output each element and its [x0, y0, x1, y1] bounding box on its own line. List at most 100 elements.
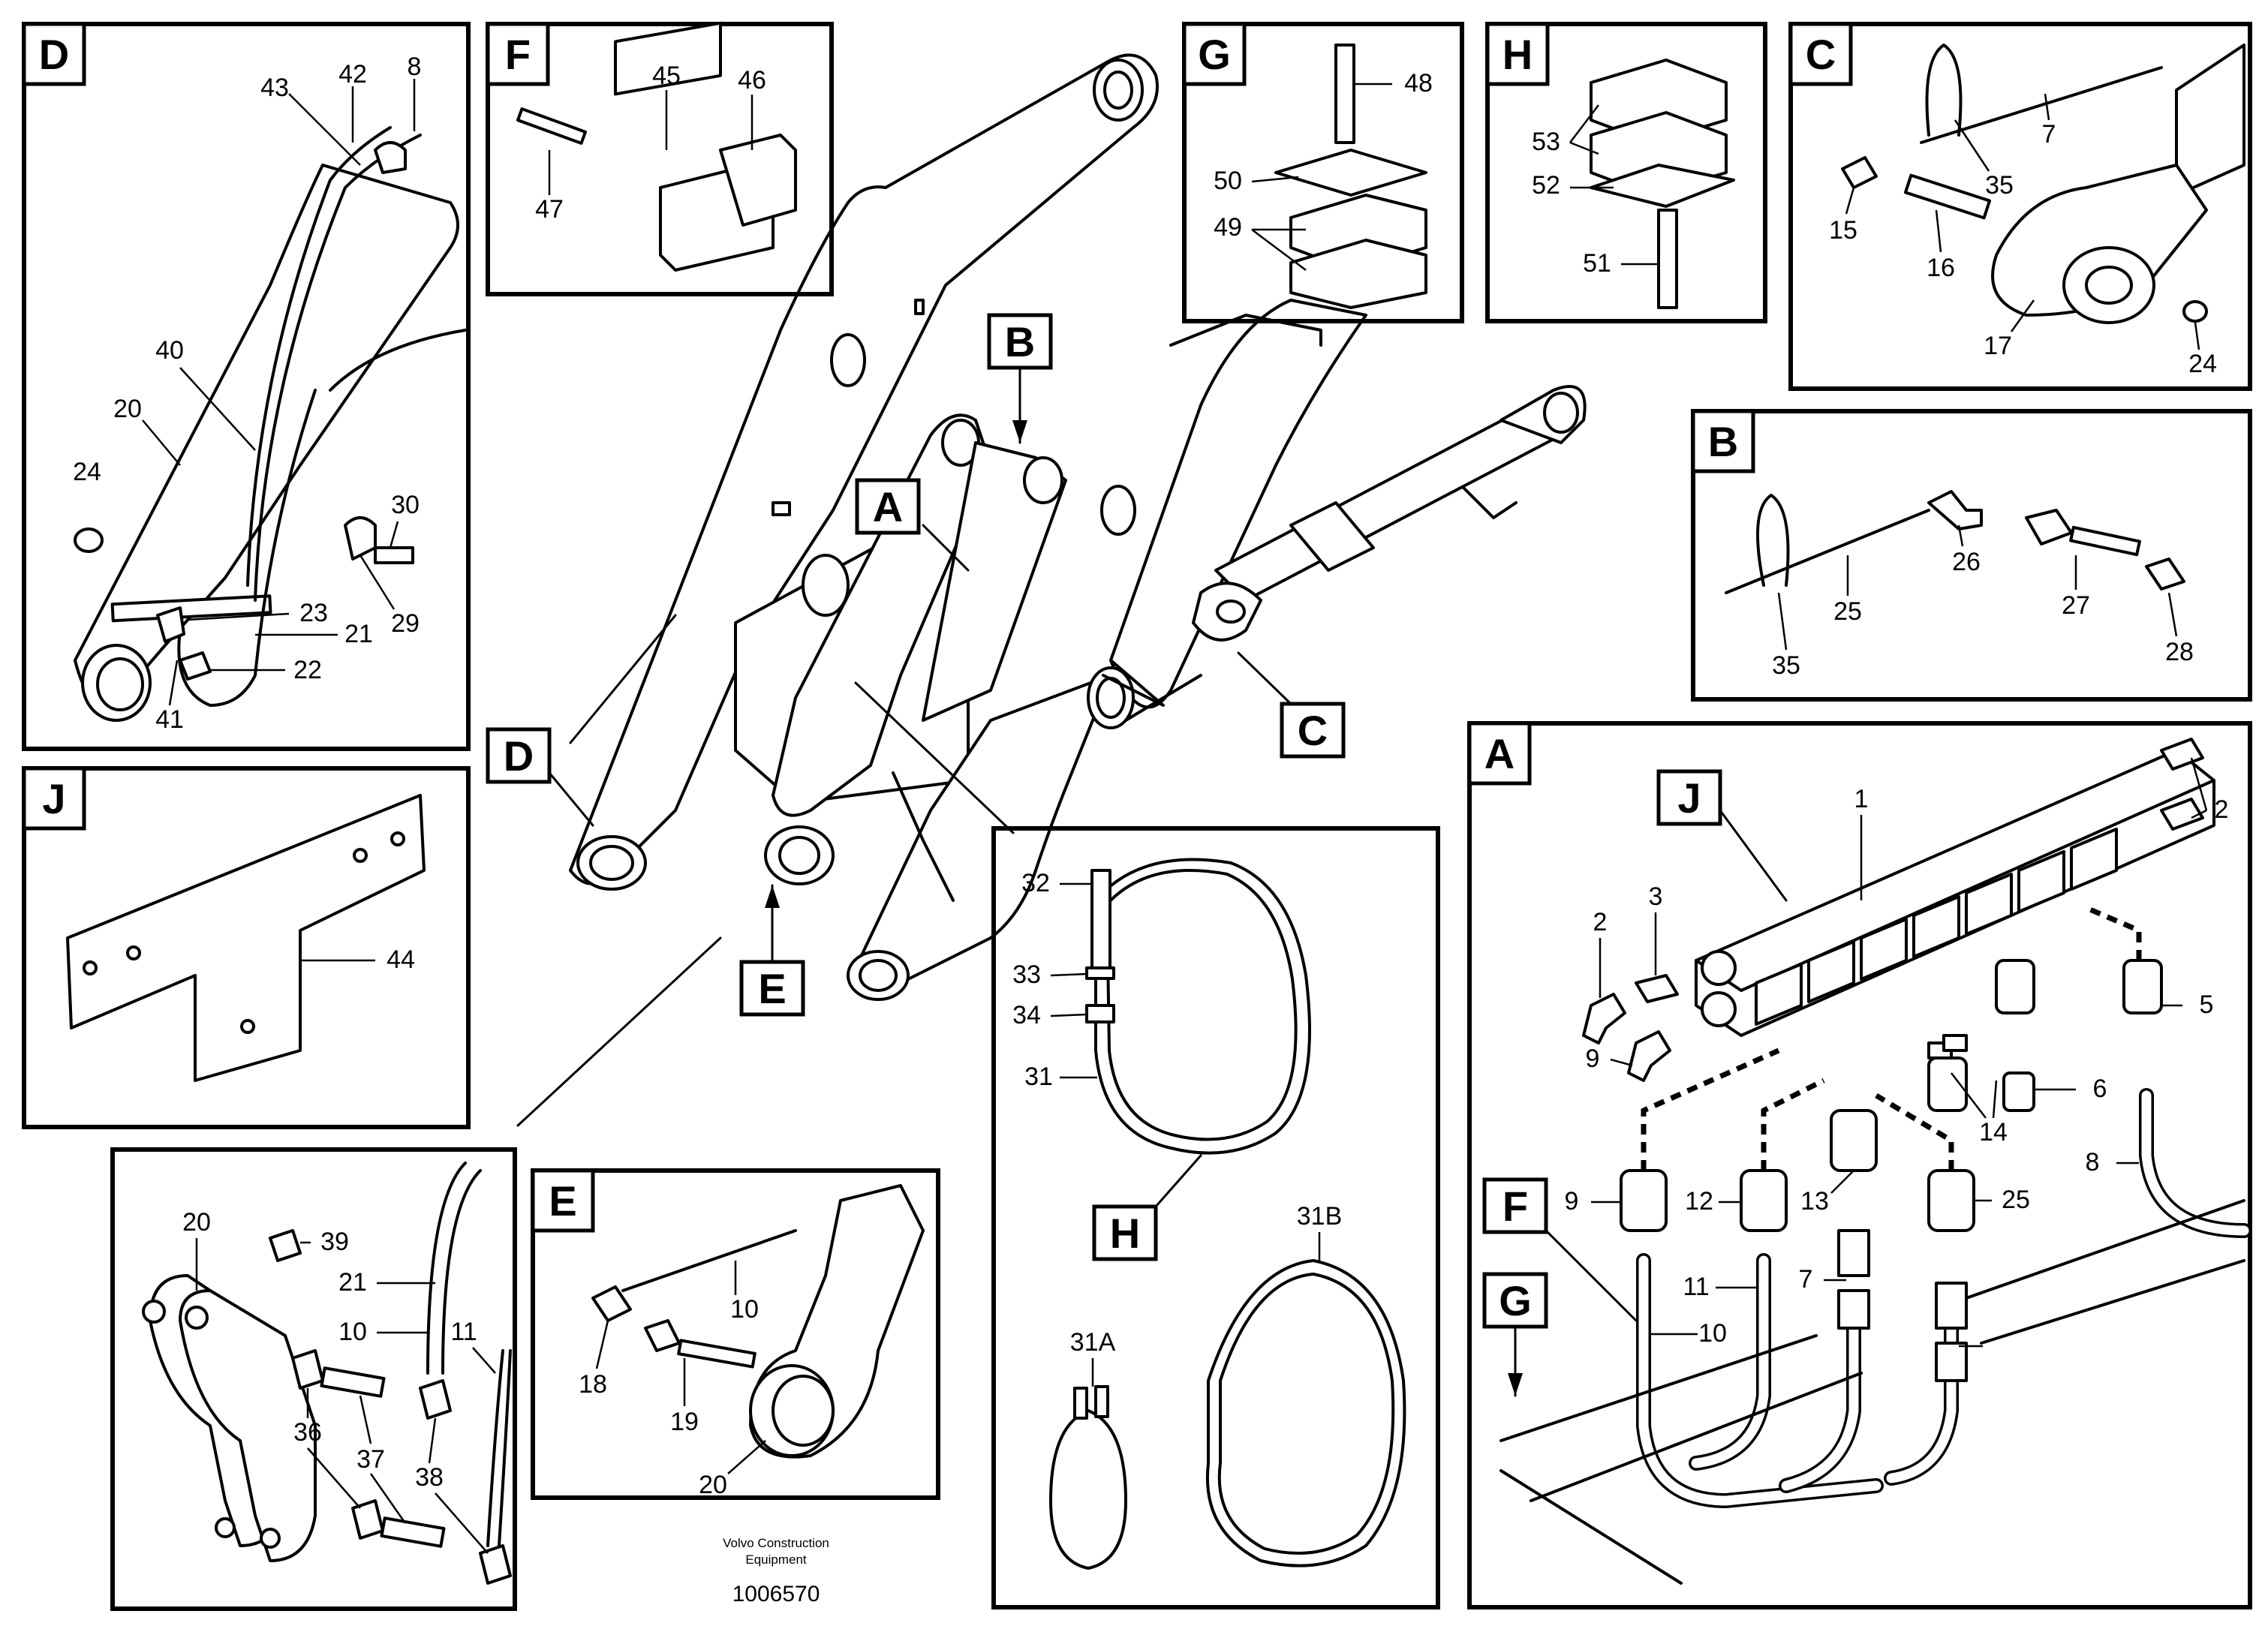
bl-lever-hole-4 [260, 1528, 281, 1549]
bl-callout-10: 10 [338, 1318, 367, 1346]
panel-c-letter-box [1788, 22, 1853, 86]
g-bolt-48 [1334, 44, 1355, 144]
panel-h-letter: H [1502, 31, 1533, 78]
d-lead-30 [389, 521, 399, 549]
panel-d-letter: D [39, 31, 69, 78]
a-callout-6: 9 [1565, 1187, 1579, 1216]
b-hose-25 [1725, 509, 1930, 594]
d-pivot-inner [96, 657, 144, 711]
panel-f-frame [486, 22, 834, 296]
panel-e-frame [531, 1168, 940, 1500]
c-callout-35: 35 [1985, 171, 2014, 200]
ref-c-box [1280, 702, 1346, 759]
a-lead-12 [1830, 1170, 1854, 1194]
bl-adapter-37a [320, 1366, 386, 1398]
main-ref-e: E [739, 884, 805, 1017]
pointer-line-h [854, 681, 1015, 834]
c-lead-35 [1954, 119, 1990, 172]
h-washer-33 [1085, 966, 1115, 980]
e-lead-18 [595, 1320, 609, 1369]
g-lead-49b [1251, 229, 1307, 271]
ref-b-text: B [1005, 318, 1035, 365]
a-sensor-6 [1942, 1034, 1968, 1052]
ref-c-text: C [1298, 707, 1328, 754]
d-callout-29: 29 [391, 609, 420, 638]
a-callout-12: 13 [1800, 1187, 1829, 1216]
h-bolt-51 [1657, 209, 1678, 309]
a-frame-line-1 [1499, 1334, 1818, 1442]
a-dash-2 [1761, 1077, 1825, 1171]
b-callout-25: 25 [1833, 597, 1862, 626]
a-fitting-10-bottom [1935, 1342, 1968, 1382]
h-callout-51: 51 [1583, 249, 1611, 278]
d-callout-23: 23 [299, 599, 328, 627]
j-hole-3 [353, 848, 368, 863]
a-lead-2a [2190, 757, 2208, 811]
ref-a-leader [922, 524, 970, 572]
frame-line-2 [1102, 659, 1165, 707]
j-plate-44 [66, 794, 426, 1082]
a-hose-25-inner [2141, 1090, 2249, 1236]
g-block-49b [1289, 239, 1427, 309]
a-ref-j-box [1656, 769, 1722, 826]
b-callout-26: 26 [1952, 548, 1981, 576]
f-plate-45 [614, 21, 722, 96]
d-callout-21: 21 [344, 620, 373, 648]
bl-callout-39: 39 [320, 1228, 349, 1256]
d-callout-8: 8 [408, 53, 422, 81]
bl-callout-20: 20 [182, 1208, 211, 1237]
frame-line-3 [1124, 674, 1202, 722]
c-plug-24 [2182, 300, 2208, 323]
panel-h-letter-box [1485, 22, 1550, 86]
j-hole-4 [390, 831, 405, 846]
j-hole-5 [240, 1019, 255, 1034]
bl-lever-hole-2 [185, 1306, 209, 1330]
j-callout-44: 44 [387, 945, 415, 974]
panel-b-letter-box [1691, 409, 1755, 473]
e-adapter-19 [644, 1319, 681, 1352]
d-clamp-29 [344, 516, 377, 561]
a-elbow-4 [1627, 1030, 1671, 1082]
a-valve-blocks [1755, 828, 2118, 1026]
panel-e-letter-box [531, 1168, 595, 1233]
a-ref-f-leader [1545, 1229, 1638, 1322]
h-lead-53b [1569, 141, 1599, 155]
a-callout-4: 9 [1586, 1044, 1600, 1073]
h-ref-leader [1154, 1154, 1202, 1208]
bl-lead-37b [369, 1473, 407, 1524]
a-hose-7-inner [1638, 1255, 1881, 1506]
panel-bottom-left: 20 39 21 10 11 36 37 38 [110, 1147, 517, 1611]
h-ref-box [1092, 1204, 1158, 1261]
clamp-31b-inner [1217, 1273, 1395, 1555]
bl-lever-20b [179, 1289, 317, 1562]
bellcrank [772, 413, 992, 817]
arm-right-hole [1100, 485, 1136, 536]
b-fitting-28 [2145, 558, 2185, 591]
bl-hose-11b [498, 1349, 512, 1547]
panel-d-letter-box [22, 22, 86, 86]
bl-hose-21 [441, 1169, 482, 1375]
panel-e: E 10 18 19 20 [531, 1168, 940, 1500]
j-hole-1 [83, 960, 98, 975]
a-callout-3: 2 [1593, 908, 1608, 936]
bl-lead-38b [435, 1492, 489, 1554]
a-sensor-13 [1927, 1169, 1975, 1232]
h-lead-33 [1050, 972, 1087, 977]
bl-callout-11: 11 [450, 1318, 477, 1346]
bl-lead-37a [359, 1395, 372, 1444]
drawing-number: 1006570 [732, 1582, 820, 1606]
panel-h-clamps-frame [991, 826, 1440, 1609]
b-callout-28: 28 [2165, 638, 2194, 666]
e-callout-19: 19 [670, 1408, 699, 1436]
arm-top-pivot-hole [1103, 71, 1133, 110]
a-hose-8-inner [1691, 1255, 1769, 1468]
c-cylinder [2175, 44, 2245, 197]
b-lead-28 [2167, 592, 2178, 637]
a-valve-block-5 [1965, 873, 2013, 936]
h-callout-32: 32 [1021, 869, 1050, 897]
clamp-31-inner [1105, 869, 1298, 1141]
a-callout-9: 12 [1685, 1187, 1713, 1216]
d-hose-3 [177, 389, 317, 707]
d-callout-24: 24 [73, 458, 101, 486]
